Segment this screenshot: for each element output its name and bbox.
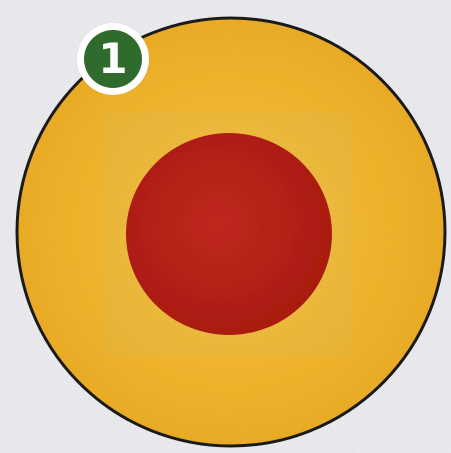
step-number-badge-icon: 1 <box>84 30 142 88</box>
red-circle-icon <box>126 133 332 335</box>
step-number-badge: 1 <box>77 23 149 95</box>
step-number-label: 1 <box>98 38 127 80</box>
